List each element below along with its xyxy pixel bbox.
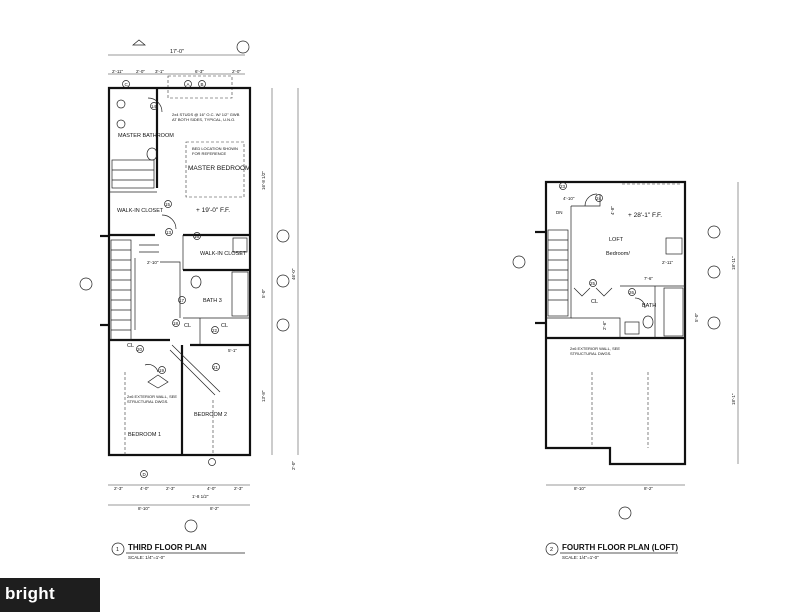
- room-loft-bedroom: Bedroom/: [606, 251, 630, 257]
- dim-top-e: 2'-0": [232, 69, 241, 74]
- note-bed-location: BED LOCATION SHOWN FOR REFERENCE: [192, 146, 238, 156]
- svg-text:26: 26: [629, 290, 635, 295]
- svg-text:14: 14: [151, 104, 157, 109]
- elevation-third: + 19'-0" F.F.: [196, 207, 230, 214]
- detail-callout: [236, 40, 250, 54]
- room-bath-fourth: BATH: [642, 303, 656, 309]
- dim-right-upper: 16'-8 1/2": [261, 171, 266, 190]
- room-bedroom-1: BEDROOM 1: [128, 432, 161, 438]
- dim-right-overall: 46'-0": [291, 268, 296, 280]
- room-master-bedroom: MASTER BEDROOM: [188, 165, 250, 172]
- svg-text:23: 23: [560, 184, 566, 189]
- room-bath-3: BATH 3: [203, 298, 222, 304]
- fourth-floor-plan: 23 24 25 26 LOFT Bedroom/ CL BATH DN + 2…: [512, 180, 739, 560]
- dim-bot-mid: 1'-8 1/2": [192, 494, 209, 499]
- bed-outline: [185, 141, 245, 198]
- dim-fourth-bot-left: 8'-10": [574, 486, 586, 491]
- plan-title-fourth: FOURTH FLOOR PLAN (LOFT): [562, 543, 678, 552]
- note-ext-wall-third: 2x6 EXTERIOR WALL, SEE STRUCTURAL DWGS.: [127, 394, 178, 404]
- plan-scale-third: SCALE: 1/4"=1'-0": [128, 555, 165, 560]
- svg-text:D: D: [143, 472, 147, 477]
- dim-bath-d: 2'-11": [662, 260, 674, 265]
- dim-bot-d: 4'-0": [207, 486, 216, 491]
- svg-text:18: 18: [173, 321, 179, 326]
- dim-top-c: 3'-1": [155, 69, 164, 74]
- logo-text: bright: [5, 584, 55, 603]
- plan-number-fourth: 2: [550, 547, 553, 553]
- stair-fourth: [547, 229, 569, 317]
- svg-text:17: 17: [179, 298, 185, 303]
- room-cl-3: CL: [127, 343, 134, 349]
- room-cl-fourth: CL: [591, 299, 598, 305]
- dim-bot-left: 8'-10": [138, 506, 150, 511]
- plan-title-third: THIRD FLOOR PLAN: [128, 543, 207, 552]
- third-floor-outline: [107, 86, 252, 457]
- svg-text:A: A: [187, 82, 190, 87]
- svg-text:C: C: [125, 82, 129, 87]
- dim-fourth-right-upper: 18'-11": [731, 256, 736, 270]
- dim-fourth-bath-h: 5'-0": [694, 313, 699, 322]
- svg-text:22: 22: [212, 328, 218, 333]
- dim-top-overall: 17'-0": [170, 49, 184, 55]
- third-floor-plan: 17'-0" 2'-11" 2'-0" 3'-1" 6'-3" 2'-0" A …: [79, 39, 299, 560]
- dim-fourth-stair: 4'-8": [610, 206, 615, 215]
- room-cl-1: CL: [184, 323, 191, 329]
- svg-text:20: 20: [137, 347, 143, 352]
- dim-fourth-cl-h: 2'-6": [602, 321, 607, 330]
- svg-text:21: 21: [213, 365, 219, 370]
- room-walk-in-closet-2: WALK-IN CLOSET: [200, 251, 247, 257]
- room-cl-2: CL: [221, 323, 228, 329]
- room-bedroom-2: BEDROOM 2: [194, 412, 227, 418]
- svg-text:24: 24: [596, 196, 602, 201]
- svg-text:16: 16: [194, 234, 200, 239]
- room-loft: LOFT: [609, 237, 624, 243]
- dim-bot-right: 8'-2": [210, 506, 219, 511]
- svg-text:15: 15: [165, 202, 171, 207]
- dim-right-bot: 2'-0": [291, 461, 296, 470]
- plan-number-circle: [111, 542, 125, 556]
- dim-fourth-right-lower: 18'-1": [731, 393, 736, 405]
- stair-dn: DN: [556, 210, 563, 215]
- elevation-fourth: + 28'-1" F.F.: [628, 212, 662, 219]
- dim-right-lower: 13'-8": [261, 390, 266, 402]
- room-master-bathroom: MASTER BATHROOM: [118, 133, 174, 139]
- note-ext-wall-fourth: 2x6 EXTERIOR WALL, SEE STRUCTURAL DWGS.: [570, 346, 621, 356]
- stair-third: [110, 239, 159, 341]
- plan-scale-fourth: SCALE: 1/4"=1'-0": [562, 555, 599, 560]
- dim-top-d: 6'-3": [195, 69, 204, 74]
- svg-text:B: B: [201, 82, 204, 87]
- note-studs: 2x4 STUDS @ 16" O.C. W/ 1/2" GWB AT BOTH…: [172, 112, 240, 122]
- dim-loft-w: 7'-6": [644, 276, 653, 281]
- dim-bot-c: 2'-3": [166, 486, 175, 491]
- plan-number-circle-fourth: [545, 542, 559, 556]
- plan-number-third: 1: [116, 547, 119, 553]
- svg-text:25: 25: [590, 281, 596, 286]
- dim-top-b: 2'-0": [136, 69, 145, 74]
- fourth-floor-outline: [544, 180, 687, 466]
- dim-fourth-top: 4'-10": [563, 196, 575, 201]
- bright-logo: bright: [0, 578, 100, 612]
- svg-text:13: 13: [166, 230, 172, 235]
- dim-bot-e: 2'-3": [234, 486, 243, 491]
- room-walk-in-closet-1: WALK-IN CLOSET: [117, 208, 164, 214]
- dim-top-a: 2'-11": [112, 69, 124, 74]
- dim-bot-a: 2'-3": [114, 486, 123, 491]
- dim-bath-h: 5'-0": [261, 289, 266, 298]
- dim-fourth-bot-right: 8'-2": [644, 486, 653, 491]
- section-marker: [132, 39, 146, 46]
- dim-corridor: 2'-10": [147, 260, 159, 265]
- dim-bath-w: 5'-1": [228, 348, 237, 353]
- dim-bot-b: 4'-0": [140, 486, 149, 491]
- svg-text:19: 19: [159, 368, 165, 373]
